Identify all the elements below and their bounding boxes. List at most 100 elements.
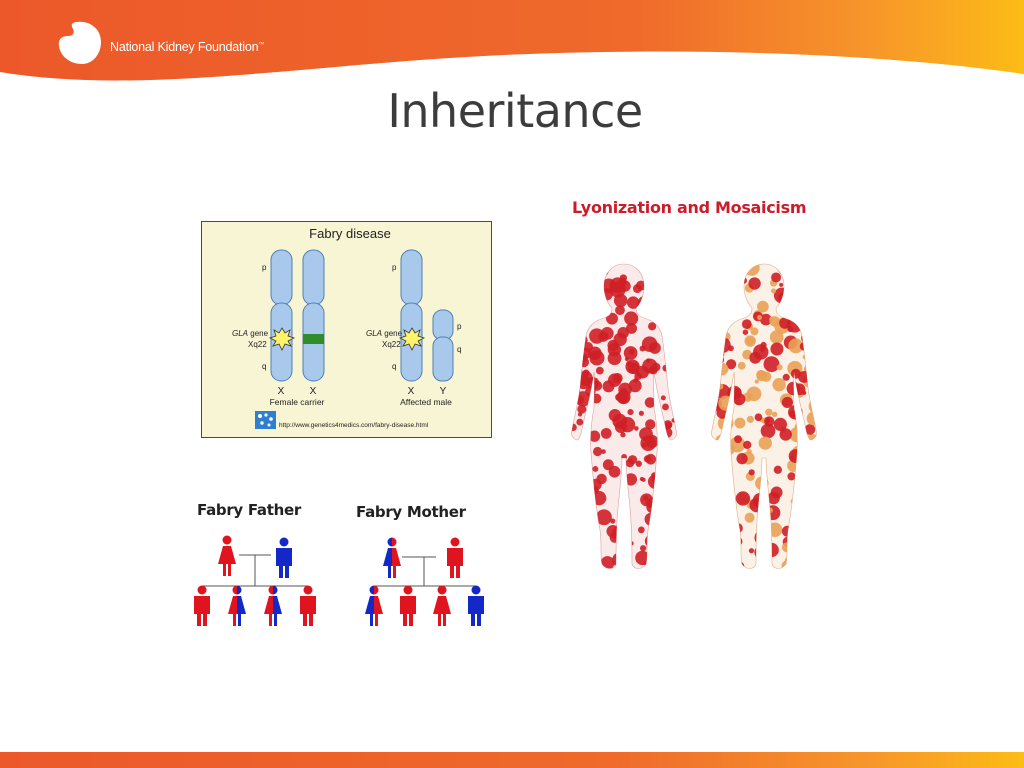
fabry-chromosome-diagram: Fabry disease p q GLA gene Xq22 X X Fema… [201,221,492,438]
mosaic-dot [801,330,812,341]
mosaic-dot [714,434,731,450]
mosaic-dot [589,350,605,366]
mosaic-dot [661,549,671,559]
mosaic-dot [571,557,577,569]
mosaic-dot [617,525,623,532]
mosaic-dot [784,556,795,567]
mosaic-dot [673,395,677,403]
mosaic-dot [711,528,723,541]
mosaic-dot [793,495,801,502]
unaffected-daughter-figure [433,585,451,626]
mosaic-dot [647,265,656,274]
mutation-burst-icon [398,327,426,351]
mosaic-dot [576,418,584,426]
mosaic-dot [571,490,576,500]
mosaic-dot [614,420,627,434]
mosaic-dot [620,503,630,513]
mosaic-dot [607,339,619,351]
lyonization-title: Lyonization and Mosaicism [572,198,807,217]
mosaic-dot [666,310,673,317]
mosaic-dot [610,518,616,524]
mosaic-dot [669,442,676,449]
y-arm-q-label: q [457,345,461,354]
mosaic-dot [571,543,584,560]
mosaic-dot [782,373,790,381]
mosaic-dot [806,411,817,426]
mosaic-dot [773,465,783,474]
mosaic-dot [732,539,738,545]
affected-father-figure [276,537,292,578]
mosaic-dot [589,328,605,344]
male-locus-label: Xq22 [382,340,401,349]
mosaic-dot [644,512,658,526]
mosaic-dot [765,505,781,521]
male-x-chromosome [400,249,423,382]
mosaic-dot [639,427,653,442]
mosaic-dot [773,417,788,431]
mosaic-dot [635,550,650,566]
mosaic-dot [571,314,576,323]
mosaic-dot [582,369,590,377]
mosaic-dot [711,265,722,281]
mosaic-dot [718,539,729,550]
mosaic-dot [626,296,640,309]
male-arm-q-label: q [392,362,396,371]
mosaic-dot [596,509,612,526]
mosaic-dot [771,272,782,283]
mosaic-dot [724,288,731,295]
mosaic-dot [639,476,644,482]
mosaic-dot [673,341,677,346]
mosaic-dot [771,411,778,418]
mosaic-dot [664,341,669,346]
mosaic-dot [770,288,777,294]
mosaic-dot [711,264,728,277]
mosaic-dot [711,515,714,522]
mosaic-dot [803,548,817,565]
male-arm-p-label: p [392,263,397,272]
mosaic-dot [717,467,732,483]
mosaic-dot [746,415,754,423]
mosaic-dot [644,534,658,548]
mosaic-dot [807,304,816,313]
mosaic-dot [806,473,811,479]
mosaic-dot [656,518,663,525]
mosaic-dot [740,277,747,284]
mosaic-dot [603,268,609,273]
mosaic-dot [776,364,783,371]
mosaic-dot [806,556,816,566]
mosaic-dot [643,455,652,463]
mosaic-dot [575,395,585,405]
source-url: http://www.genetics4medics.com/fabry-dis… [279,422,429,429]
mosaic-dot [717,527,725,535]
mosaic-dot [731,387,742,398]
unaffected-son-figure [400,585,416,626]
mosaic-dot [735,491,751,506]
mosaic-dot [576,479,591,494]
mosaic-dot [749,351,762,364]
mosaic-dot [670,516,677,530]
mosaic-dot [575,543,583,551]
mosaic-dot [592,380,603,391]
mosaic-dot [717,450,729,463]
mosaic-dot [748,548,755,554]
mosaic-dot [781,542,792,553]
mosaic-dot [577,264,591,273]
mosaic-dot [628,348,635,355]
mosaic-dot [576,483,585,492]
mosaic-dot [716,264,731,274]
mosaic-dot [571,370,581,381]
mosaic-dot [770,486,783,499]
mosaic-dot [789,543,802,556]
mosaic-dot [648,322,657,331]
mosaic-dot [653,300,660,307]
mosaic-dot [652,564,658,569]
mosaic-dot [645,419,656,430]
mosaic-dot [588,430,601,442]
mosaic-dot [662,427,673,438]
mosaic-dot [715,362,729,376]
mosaic-dot [625,322,638,334]
mosaic-dot [718,395,734,411]
mosaic-dot [619,279,625,286]
mosaic-dot [711,546,717,554]
mosaic-dot [754,379,759,384]
